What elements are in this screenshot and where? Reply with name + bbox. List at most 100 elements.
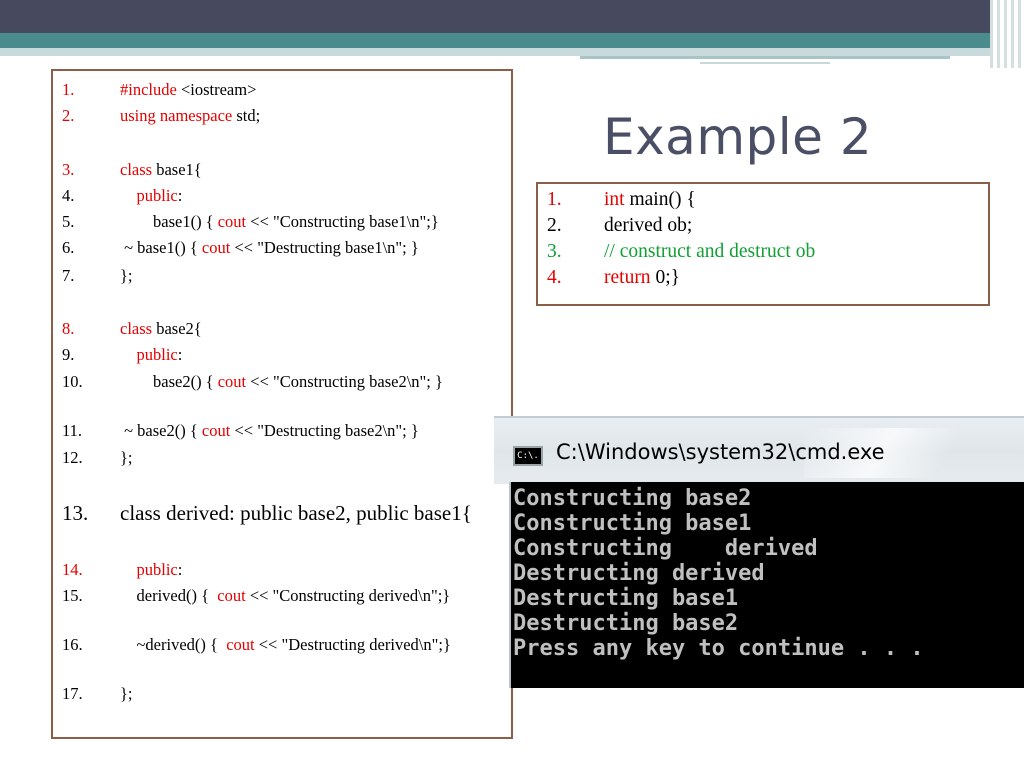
code-text: derived() { cout << "Constructing derive… xyxy=(120,585,496,606)
code-token: << "Constructing base1\n";} xyxy=(246,212,439,231)
code-token: <iostream> xyxy=(176,80,257,99)
code-text: int main() { xyxy=(604,187,696,213)
console-line: Constructing base2 xyxy=(513,486,752,511)
code-token: cout xyxy=(217,212,247,231)
code-token: #include xyxy=(120,80,177,99)
code-token: ~ base2() { xyxy=(120,421,202,440)
code-token: : xyxy=(177,560,183,579)
code-token: << "Constructing derived\n";} xyxy=(245,586,451,605)
line-number: 7. xyxy=(62,266,75,285)
code-token: << "Destructing base1\n"; } xyxy=(230,238,419,257)
code-token: base2{ xyxy=(152,319,202,338)
code-token: class derived: public base2, public base… xyxy=(120,501,472,525)
console-titlebar[interactable]: C:\. C:\Windows\system32\cmd.exe xyxy=(494,416,1024,484)
code-text: public: xyxy=(120,185,183,206)
code-text: #include <iostream> xyxy=(120,79,256,100)
code-line: 16. ~derived() { cout << "Destructing de… xyxy=(53,634,511,678)
code-text: }; xyxy=(120,265,133,286)
code-line: 13. class derived: public base2, public b… xyxy=(53,500,511,554)
code-token: int xyxy=(604,189,625,210)
code-token: : xyxy=(177,345,183,364)
code-text: derived ob; xyxy=(604,213,692,239)
code-token: class xyxy=(120,160,153,179)
code-token: ~derived() { xyxy=(120,635,227,654)
line-number: 11. xyxy=(62,421,83,440)
code-token: public xyxy=(120,186,178,205)
line-number: 4. xyxy=(547,267,562,288)
code-token: base1{ xyxy=(152,160,202,179)
line-number: 3. xyxy=(62,160,75,179)
corner-decoration xyxy=(990,0,1024,68)
code-token: // construct and destruct ob xyxy=(604,241,816,262)
code-token: << "Constructing base2\n"; } xyxy=(246,372,443,391)
code-token: derived() { xyxy=(120,586,218,605)
header-accent-stripe xyxy=(700,62,830,64)
line-number: 9. xyxy=(62,345,75,364)
code-text: }; xyxy=(120,683,133,704)
line-number: 8. xyxy=(62,319,75,338)
code-token: 0;} xyxy=(650,267,680,288)
console-line: Constructing base1 xyxy=(513,511,752,536)
console-line: Destructing derived xyxy=(513,561,765,586)
line-number: 15. xyxy=(62,586,83,605)
slide-title: Example 2 xyxy=(603,108,873,166)
code-text: }; xyxy=(120,447,133,468)
code-token: public xyxy=(120,345,178,364)
code-token: cout xyxy=(201,238,231,257)
code-token: base1() { xyxy=(120,212,218,231)
code-text: return 0;} xyxy=(604,265,680,291)
line-number: 1. xyxy=(62,80,75,99)
line-number: 4. xyxy=(62,186,75,205)
console-line: Press any key to continue . . . xyxy=(513,636,924,661)
console-window: C:\. C:\Windows\system32\cmd.exe Constru… xyxy=(494,416,1024,706)
line-number: 14. xyxy=(62,560,83,579)
code-token: cout xyxy=(217,586,246,605)
code-text: using namespace std; xyxy=(120,105,260,126)
code-text: class base1{ xyxy=(120,159,202,180)
line-number: 2. xyxy=(62,106,75,125)
code-token: << "Destructing derived\n";} xyxy=(254,635,451,654)
code-token: base2() { xyxy=(120,372,218,391)
titlebar-glass xyxy=(804,428,1004,478)
code-token: std; xyxy=(232,106,261,125)
code-text: ~ base1() { cout << "Destructing base1\n… xyxy=(120,237,419,258)
cmd-icon: C:\. xyxy=(513,446,543,466)
code-token: << "Destructing base2\n"; } xyxy=(230,421,419,440)
code-token: return xyxy=(604,267,651,288)
code-text: class derived: public base2, public base… xyxy=(120,500,496,527)
code-token: : xyxy=(177,186,183,205)
line-number: 5. xyxy=(62,212,75,231)
console-title: C:\Windows\system32\cmd.exe xyxy=(556,440,885,464)
header-band-light xyxy=(0,48,1024,56)
code-token: }; xyxy=(120,684,133,703)
code-token: public xyxy=(120,560,178,579)
line-number: 10. xyxy=(62,372,83,391)
code-token: ~ base1() { xyxy=(120,238,202,257)
code-token: derived ob; xyxy=(604,215,693,236)
code-text: ~derived() { cout << "Destructing derive… xyxy=(120,634,496,655)
code-text: // construct and destruct ob xyxy=(604,239,815,265)
line-number: 16. xyxy=(62,635,83,654)
console-line: Destructing base1 xyxy=(513,586,739,611)
line-number: 3. xyxy=(547,241,562,262)
code-text: public: xyxy=(120,559,183,580)
code-token: }; xyxy=(120,266,133,285)
code-line: 15. derived() { cout << "Constructing de… xyxy=(53,585,511,629)
code-text: class base2{ xyxy=(120,318,202,339)
code-token: main() { xyxy=(624,189,696,210)
left-code-box: 1. #include <iostream> 2. using namespace … xyxy=(51,69,513,739)
console-line: Destructing base2 xyxy=(513,611,739,636)
header-band-teal xyxy=(0,33,1024,48)
console-line: Constructing derived xyxy=(513,536,818,561)
line-number: 6. xyxy=(62,238,75,257)
header-band-dark xyxy=(0,0,1024,33)
code-token: cout xyxy=(217,372,247,391)
console-output: Constructing base2 Constructing base1 Co… xyxy=(509,482,1024,688)
code-text: base2() { cout << "Constructing base2\n"… xyxy=(120,371,496,392)
line-number: 1. xyxy=(547,189,562,210)
line-number: 12. xyxy=(62,448,83,467)
right-code-box: 1.int main() { 2.derived ob; 3.// constr… xyxy=(536,182,990,306)
code-text: base1() { cout << "Constructing base1\n"… xyxy=(120,211,439,232)
code-token: }; xyxy=(120,448,133,467)
line-number: 13. xyxy=(62,501,89,525)
